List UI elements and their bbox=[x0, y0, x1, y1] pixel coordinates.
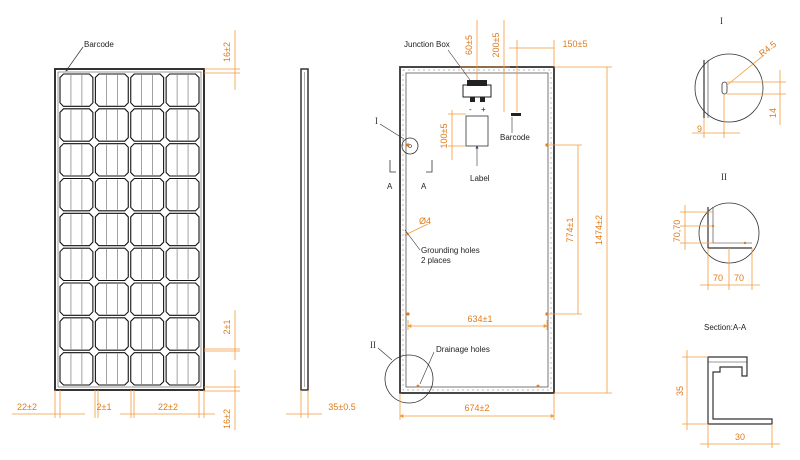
solar-cell bbox=[94, 212, 129, 247]
rear-dim-barcode-offset: 200±5 bbox=[491, 33, 501, 58]
rear-barcode-label: Barcode bbox=[500, 133, 530, 142]
solar-cell bbox=[59, 73, 94, 107]
side-view: 35±0.5 bbox=[286, 68, 356, 418]
solar-cell bbox=[59, 212, 94, 247]
solar-cell bbox=[165, 317, 200, 351]
solar-cell bbox=[165, 73, 200, 107]
rear-minus-sign: - bbox=[469, 105, 472, 114]
solar-cell bbox=[130, 177, 165, 212]
front-dim-cell-gap: 2±1 bbox=[97, 402, 112, 412]
rear-grounding-line1: Grounding holes bbox=[421, 246, 480, 255]
detail-ii: II 70,70 70 70 bbox=[672, 172, 760, 290]
front-dim-left-margin: 22±2 bbox=[17, 402, 37, 412]
solar-cell bbox=[59, 177, 94, 212]
solar-cell bbox=[59, 143, 94, 177]
detail-i: I R4.5 9 14 bbox=[692, 16, 786, 138]
rear-view: - + Junction Box 60±5 200±5 Barcode 150±… bbox=[370, 20, 612, 420]
solar-cell bbox=[130, 73, 165, 107]
solar-cell bbox=[94, 247, 129, 282]
solar-cell bbox=[59, 317, 94, 351]
solar-cell bbox=[165, 282, 200, 316]
rear-dim-barcode-right: 150±5 bbox=[563, 39, 588, 49]
solar-cell bbox=[94, 73, 129, 107]
rear-dim-width: 674±2 bbox=[465, 403, 490, 413]
detail-ii-marker bbox=[384, 354, 434, 404]
detail-i-title: I bbox=[720, 16, 723, 26]
section-aa: Section:A-A 35 30 bbox=[675, 323, 780, 448]
front-dim-bottom-edge: 16±2 bbox=[222, 409, 232, 429]
front-dim-cell-gap-right: 2±1 bbox=[222, 320, 232, 335]
section-aa-profile bbox=[707, 356, 773, 425]
solar-cell bbox=[130, 317, 165, 351]
front-barcode-callout: Barcode bbox=[84, 40, 114, 49]
section-aa-dim-height: 35 bbox=[675, 386, 685, 396]
detail-ii-dim-vertical: 70,70 bbox=[672, 220, 682, 243]
solar-cell bbox=[94, 143, 129, 177]
solar-cell bbox=[130, 143, 165, 177]
solar-cell bbox=[59, 108, 94, 142]
solar-cell bbox=[165, 212, 200, 247]
rear-grounding-line2: 2 places bbox=[421, 256, 451, 265]
section-aa-title: Section:A-A bbox=[704, 323, 747, 332]
rear-detail-ii-tag: II bbox=[370, 340, 376, 350]
rear-dim-label: 100±5 bbox=[439, 124, 449, 149]
solar-cell bbox=[130, 108, 165, 142]
cell-grid bbox=[59, 73, 200, 386]
rear-dim-length: 1474±2 bbox=[594, 215, 604, 245]
rear-dim-hole-width: 634±1 bbox=[468, 314, 493, 324]
front-dim-top-edge: 16±2 bbox=[222, 42, 232, 62]
front-dim-right-margin: 22±2 bbox=[158, 402, 178, 412]
rear-section-mark-right: A bbox=[421, 182, 427, 191]
solar-cell bbox=[165, 143, 200, 177]
rear-section-mark-left: A bbox=[387, 182, 393, 191]
solar-cell bbox=[165, 247, 200, 282]
detail-i-radius: R4.5 bbox=[757, 39, 778, 59]
rear-dim-hole-spacing: 774±1 bbox=[565, 218, 575, 243]
solar-cell bbox=[165, 352, 200, 386]
rear-label-caption: Label bbox=[470, 174, 490, 183]
solar-cell bbox=[130, 247, 165, 282]
detail-i-dim-9: 9 bbox=[697, 124, 702, 134]
solar-cell bbox=[59, 247, 94, 282]
solar-cell bbox=[130, 352, 165, 386]
solar-cell bbox=[94, 282, 129, 316]
detail-i-marker bbox=[401, 137, 419, 155]
junction-box bbox=[462, 80, 492, 102]
rear-diameter-label: Ø4 bbox=[419, 216, 431, 226]
solar-cell bbox=[94, 108, 129, 142]
front-view: Barcode 16±2 2±1 16±2 22±2 2±1 22±2 bbox=[12, 30, 240, 430]
detail-i-dim-14: 14 bbox=[768, 108, 778, 118]
rear-drainage-label: Drainage holes bbox=[436, 345, 490, 354]
solar-cell bbox=[59, 352, 94, 386]
solar-cell bbox=[165, 177, 200, 212]
front-frame bbox=[54, 68, 205, 391]
solar-cell bbox=[59, 282, 94, 316]
solar-cell bbox=[94, 352, 129, 386]
rear-plus-sign: + bbox=[481, 105, 486, 114]
side-dim-thickness: 35±0.5 bbox=[328, 402, 355, 412]
solar-cell bbox=[165, 108, 200, 142]
rear-junction-box-label: Junction Box bbox=[404, 40, 450, 49]
solar-cell bbox=[94, 177, 129, 212]
rear-dim-jbox-top: 60±5 bbox=[464, 35, 474, 55]
rear-detail-i-tag: I bbox=[375, 116, 378, 126]
section-aa-dim-width: 30 bbox=[735, 432, 745, 442]
detail-ii-dim-h2: 70 bbox=[734, 273, 744, 283]
rear-label-box bbox=[465, 115, 489, 147]
detail-ii-dim-h1: 70 bbox=[713, 273, 723, 283]
solar-cell bbox=[130, 282, 165, 316]
solar-cell bbox=[130, 212, 165, 247]
detail-ii-title: II bbox=[721, 172, 727, 182]
solar-cell bbox=[94, 317, 129, 351]
